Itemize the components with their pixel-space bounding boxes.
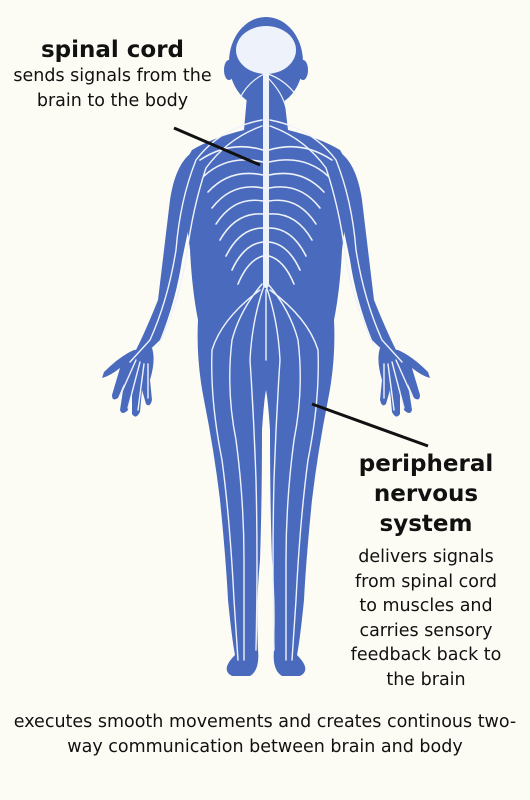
arm-left <box>128 150 198 366</box>
brain <box>236 26 296 74</box>
pns-description-line-6: the brain <box>386 669 466 690</box>
peripheral-nervous-system-label: peripheral nervous system delivers signa… <box>326 449 526 693</box>
spinal-cord-title: spinal cord <box>40 37 185 63</box>
pns-title-line-3: system <box>379 511 473 537</box>
hand-right <box>378 348 430 417</box>
pns-title-line-2: nervous <box>373 481 479 507</box>
spinal-cord-label: spinal cord sends signals from the brain… <box>10 36 215 114</box>
peripheral-pointer-line <box>311 402 429 448</box>
human-body-silhouette <box>102 17 430 676</box>
spinal-cord-description: sends signals from the brain to the body <box>13 66 212 111</box>
pns-title-line-1: peripheral <box>358 451 494 477</box>
pns-description-line-1: delivers signals <box>358 547 494 567</box>
pns-description-line-3: to muscles and <box>359 596 493 617</box>
pns-description-line-4: carries sensory <box>359 620 493 641</box>
torso-and-legs <box>183 96 349 676</box>
spinal-cord-pointer-line <box>173 126 261 167</box>
arm-nerves <box>119 119 413 411</box>
hand-left <box>102 348 154 417</box>
ear-right <box>298 60 308 80</box>
arm-right <box>334 150 404 366</box>
summary-caption: executes smooth movements and creates co… <box>13 712 517 757</box>
face-nerves <box>239 73 297 109</box>
nerve-network <box>119 26 413 661</box>
ear-left <box>224 60 234 80</box>
pns-description-line-5: feedback back to <box>350 645 502 666</box>
leg-nerves <box>211 283 319 661</box>
pns-description: delivers signals from spinal cord to mus… <box>326 545 526 693</box>
rib-nerves <box>199 145 333 285</box>
pns-description-line-2: from spinal cord <box>355 571 497 592</box>
